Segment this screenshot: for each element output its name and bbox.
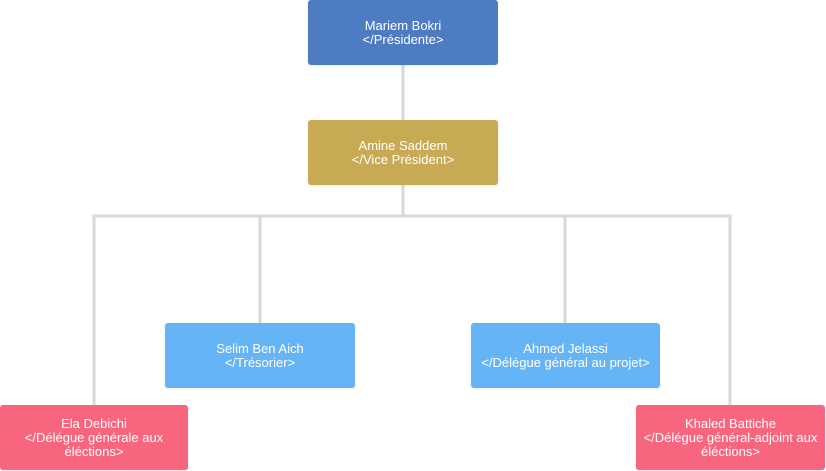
node-name: Khaled Battiche bbox=[684, 415, 777, 431]
node-role: </Trésorier> bbox=[224, 354, 296, 370]
node-name: Ahmed Jelassi bbox=[523, 340, 608, 356]
node-delegue-elections[interactable]: Ela Debichi </Délégue générale aux éléct… bbox=[0, 405, 188, 470]
node-president[interactable]: Mariem Bokri </Présidente> bbox=[308, 0, 498, 65]
node-name: Ela Debichi bbox=[61, 415, 127, 431]
node-name: Amine Saddem bbox=[358, 137, 448, 153]
node-name: Selim Ben Aich bbox=[216, 340, 304, 356]
node-role: </Vice Président> bbox=[351, 151, 455, 167]
node-role: </Délégue général-adjoint aux éléctions> bbox=[643, 429, 818, 459]
node-role: </Délégue général au projet> bbox=[481, 354, 650, 370]
node-role: </Présidente> bbox=[362, 31, 444, 47]
node-vice-president[interactable]: Amine Saddem </Vice Président> bbox=[308, 120, 498, 185]
node-role: </Délégue générale aux éléctions> bbox=[24, 429, 164, 459]
node-tresorier[interactable]: Selim Ben Aich </Trésorier> bbox=[165, 323, 355, 388]
node-delegue-adjoint[interactable]: Khaled Battiche </Délégue général-adjoin… bbox=[636, 405, 825, 470]
node-delegue-projet[interactable]: Ahmed Jelassi </Délégue général au proje… bbox=[471, 323, 660, 388]
node-name: Mariem Bokri bbox=[364, 17, 442, 33]
